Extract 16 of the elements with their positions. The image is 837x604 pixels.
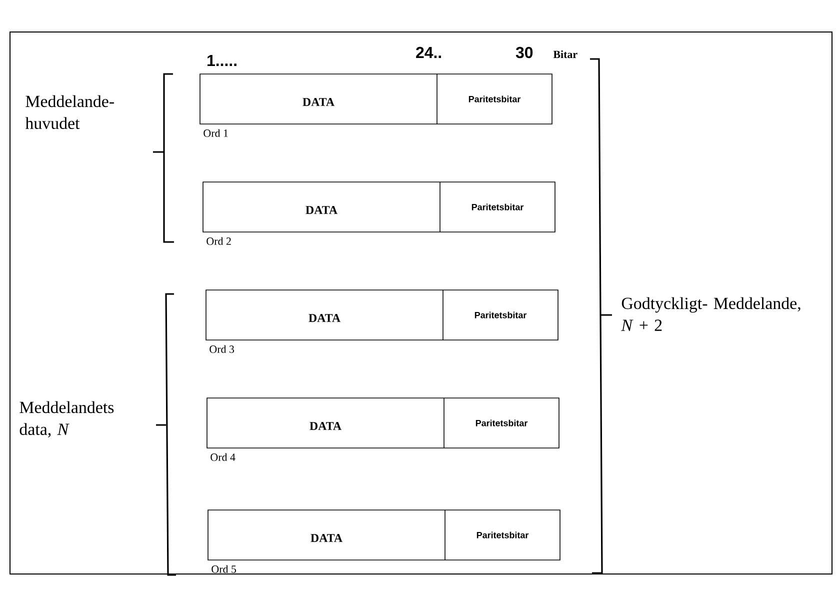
- bracket-label: Meddelandets data, N: [20, 401, 114, 438]
- word-box: DATA Paritetsbitar: [202, 182, 556, 232]
- word-label: Ord 4: [210, 453, 236, 461]
- word-box: DATA Paritetsbitar: [208, 510, 560, 560]
- bracket-label: Meddelande- huvudet: [25, 95, 114, 130]
- word-label: Ord 2: [206, 237, 231, 245]
- word-label: Ord 3: [210, 345, 234, 353]
- word-box: DATA Paritetsbitar: [200, 74, 552, 124]
- word-box: DATA Paritetsbitar: [206, 398, 560, 448]
- bit-number: 30: [516, 46, 533, 58]
- bracket-label: Godtyckligt- Meddelande, N + 2: [621, 297, 800, 331]
- word-label: Ord 1: [204, 129, 228, 137]
- bit-number: 24..: [416, 46, 441, 58]
- word-box: DATA Paritetsbitar: [206, 290, 558, 340]
- word-label: Ord 5: [212, 565, 236, 573]
- unit-label: Bitar: [553, 50, 578, 58]
